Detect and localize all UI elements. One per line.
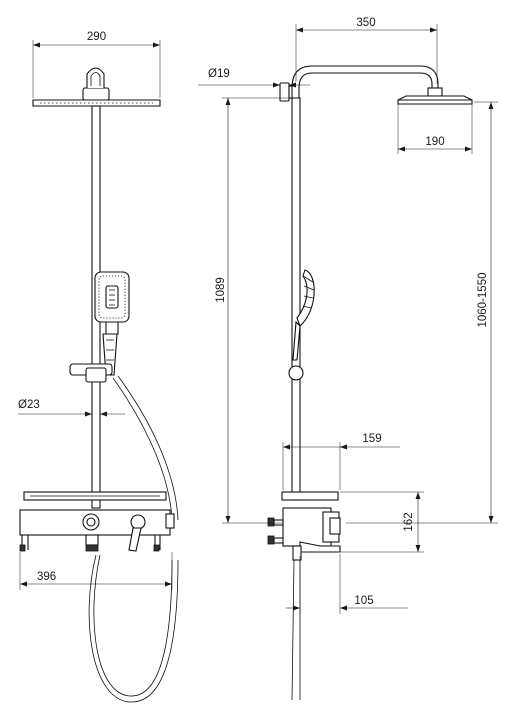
side-hose — [291, 545, 302, 701]
dim-label-1060-1550: 1060-1550 — [477, 273, 489, 328]
dim-side-1060-1550: 1060-1550 — [346, 101, 498, 524]
dim-side-105: 105 — [286, 554, 408, 614]
dim-label-1089: 1089 — [215, 277, 227, 303]
dim-side-diameter-19: Ø19 — [198, 68, 310, 88]
dim-label-159: 159 — [362, 433, 381, 445]
front-rain-head — [32, 67, 161, 107]
dim-side-190: 190 — [397, 104, 473, 154]
dim-front-290: 290 — [32, 31, 161, 98]
dim-label-diameter-23: Ø23 — [18, 399, 40, 411]
front-view: 290 Ø23 396 — [18, 31, 179, 703]
dim-label-290: 290 — [87, 31, 106, 43]
front-slider-holder — [69, 363, 113, 383]
side-hand-shower — [292, 269, 315, 361]
side-overhead-arm — [291, 65, 439, 99]
dim-side-162: 162 — [340, 491, 424, 553]
dim-label-diameter-19: Ø19 — [208, 68, 230, 80]
front-hose — [88, 375, 179, 703]
side-shelf — [281, 491, 339, 501]
dim-front-396: 396 — [19, 552, 173, 590]
dim-label-396: 396 — [37, 571, 56, 583]
front-shelf — [23, 491, 167, 501]
side-slider-knob — [288, 365, 304, 381]
dim-side-1089: 1089 — [215, 97, 292, 524]
side-view: 350 Ø19 190 1089 1060-1550 — [198, 17, 498, 701]
side-thermostat-body — [267, 507, 341, 553]
dim-label-190: 190 — [425, 136, 444, 148]
side-riser-pipe — [291, 97, 301, 501]
side-rain-head — [397, 87, 473, 105]
dim-label-350: 350 — [356, 17, 375, 29]
dim-label-105: 105 — [354, 595, 373, 607]
dim-side-159: 159 — [282, 433, 400, 490]
dim-label-162: 162 — [403, 512, 415, 531]
front-thermostat-body — [19, 509, 175, 552]
dim-front-diameter-23: Ø23 — [18, 399, 125, 417]
dim-side-350: 350 — [295, 17, 438, 84]
